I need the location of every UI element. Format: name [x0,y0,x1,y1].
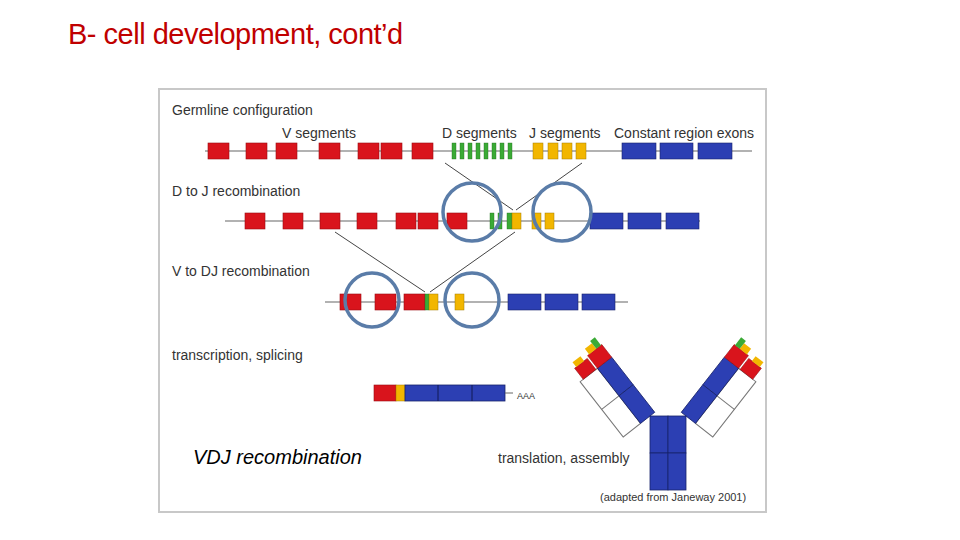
figure-label: Germline configuration [172,102,313,118]
figure-label: transcription, splicing [172,347,303,363]
figure-label: (adapted from Janeway 2001) [600,491,746,504]
figure-label: AAA [517,391,535,401]
figure-label: translation, assembly [498,450,630,466]
figure-panel: Germline configuration V segments D segmen… [158,88,767,513]
figure-label: V to DJ recombination [172,263,310,279]
figure-label: D segments [442,125,517,141]
figure-label: Constant region exons [614,125,754,141]
slide-title: B- cell development, cont’d [68,18,403,51]
figure-label: D to J recombination [172,183,300,199]
figure-label: VDJ recombination [193,446,362,469]
figure-label: V segments [282,125,356,141]
figure-label: J segments [529,125,601,141]
